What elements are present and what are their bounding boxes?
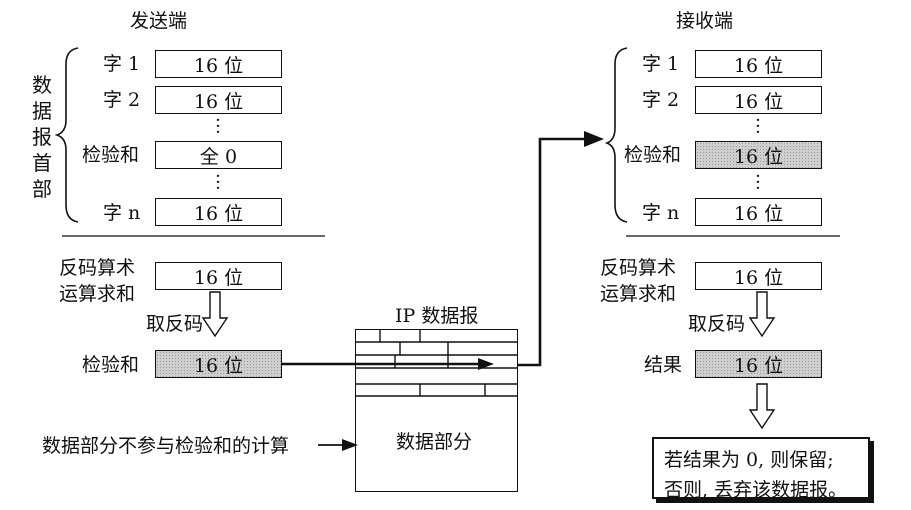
receiver-sum-label-1: 反码算术 (600, 257, 677, 279)
result-note-line-2: 否则, 丢弃该数据报。 (664, 479, 848, 501)
sender-row-label-2: 字 2 (103, 89, 141, 111)
sender-brace-label: 数据报首部 (32, 73, 52, 201)
receiver-invert-arrow (748, 291, 776, 338)
receiver-result-label: 结果 (644, 354, 683, 376)
sender-row-label-3: 检验和 (82, 144, 140, 166)
receiver-row-box-4: 16 位 (695, 198, 822, 226)
receiver-row-label-3: 检验和 (624, 144, 682, 166)
sender-row-label-1: 字 1 (103, 53, 141, 75)
sender-checksum-box: 16 位 (155, 350, 282, 378)
sender-row-label-4: 字 n (103, 202, 141, 224)
sender-sum-box: 16 位 (155, 262, 282, 290)
data-note-arrowhead (342, 439, 358, 451)
receiver-row-label-2: 字 2 (642, 89, 680, 111)
checksum-to-packet-arrowhead (478, 358, 494, 370)
sender-brace (54, 47, 79, 223)
receiver-row-box-1: 16 位 (695, 50, 822, 78)
receiver-row-label-4: 字 n (642, 202, 680, 224)
ip-packet-frame (355, 329, 518, 492)
sender-sum-label-1: 反码算术 (59, 257, 136, 279)
sender-row-box-2: 16 位 (155, 86, 282, 114)
sender-row-box-3: 全 0 (155, 141, 282, 169)
receiver-sum-label-2: 运算求和 (600, 283, 677, 305)
receiver-ellipsis-2: ··· (755, 166, 761, 199)
receiver-row-box-3: 16 位 (695, 141, 822, 169)
sender-title: 发送端 (130, 10, 188, 32)
result-down-arrow (748, 383, 776, 430)
sender-ellipsis-1: ··· (215, 110, 221, 143)
sender-invert-arrow (201, 291, 229, 338)
ip-packet-title: IP 数据报 (395, 305, 479, 327)
sender-row-box-4: 16 位 (155, 198, 282, 226)
receiver-row-label-1: 字 1 (642, 53, 680, 75)
sender-row-box-1: 16 位 (155, 50, 282, 78)
result-note-line-1: 若结果为 0, 则保留; (664, 449, 834, 471)
receiver-invert-label: 取反码 (688, 313, 746, 335)
sender-invert-label: 取反码 (146, 313, 204, 335)
receiver-title: 接收端 (676, 10, 734, 32)
receiver-row-box-2: 16 位 (695, 86, 822, 114)
sender-sum-label-2: 运算求和 (59, 283, 136, 305)
sender-checksum-label: 检验和 (82, 354, 140, 376)
result-decision-note: 若结果为 0, 则保留; 否则, 丢弃该数据报。 (652, 437, 870, 501)
packet-to-receiver-line (518, 137, 588, 367)
ip-packet-data-part: 数据部分 (396, 431, 473, 453)
receiver-ellipsis-1: ··· (755, 110, 761, 143)
data-exclusion-note: 数据部分不参与检验和的计算 (42, 435, 290, 457)
ip-header-grid (356, 330, 517, 397)
receiver-sum-box: 16 位 (695, 262, 822, 290)
receiver-brace (604, 47, 628, 223)
receiver-result-box: 16 位 (695, 350, 822, 378)
packet-to-receiver-arrowhead (584, 131, 604, 147)
sender-ellipsis-2: ··· (215, 166, 221, 199)
